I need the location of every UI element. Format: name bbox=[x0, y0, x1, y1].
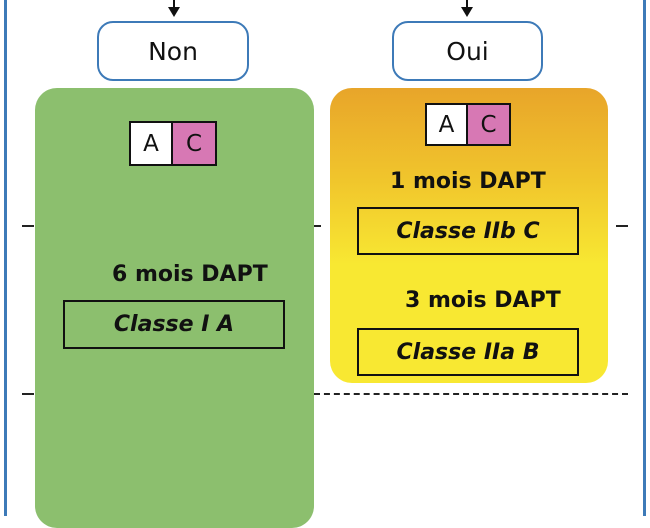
code-c-cell: C bbox=[173, 123, 215, 164]
frame-right-line bbox=[643, 0, 646, 516]
branch-non-code-box: A C bbox=[129, 121, 217, 166]
dashed-separator-upper-left bbox=[22, 225, 34, 227]
branch-non-class-box: Classe I A bbox=[63, 300, 285, 349]
code-a-cell: A bbox=[427, 105, 469, 144]
arrow-oui-line bbox=[466, 0, 468, 8]
branch-oui-duration-2: 3 mois DAPT bbox=[405, 288, 561, 313]
dashed-separator-lower-left bbox=[22, 393, 34, 395]
dashed-separator-lower-right bbox=[314, 393, 628, 395]
branch-oui-class-box-1: Classe IIb C bbox=[357, 207, 579, 255]
branch-oui-code-box: A C bbox=[425, 103, 511, 146]
dashed-separator-upper-middle bbox=[313, 225, 321, 227]
dashed-separator-upper-right bbox=[616, 225, 628, 227]
branch-oui-label: Oui bbox=[392, 21, 543, 81]
arrow-non-head bbox=[168, 7, 180, 17]
branch-oui-duration-1: 1 mois DAPT bbox=[390, 169, 546, 194]
code-a-cell: A bbox=[131, 123, 173, 164]
branch-oui-class-box-2: Classe IIa B bbox=[357, 328, 579, 376]
arrow-oui-head bbox=[461, 7, 473, 17]
frame-left-line bbox=[4, 0, 7, 516]
arrow-non-line bbox=[173, 0, 175, 8]
branch-non-label: Non bbox=[97, 21, 249, 81]
code-c-cell: C bbox=[468, 105, 509, 144]
branch-non-duration: 6 mois DAPT bbox=[112, 262, 268, 287]
